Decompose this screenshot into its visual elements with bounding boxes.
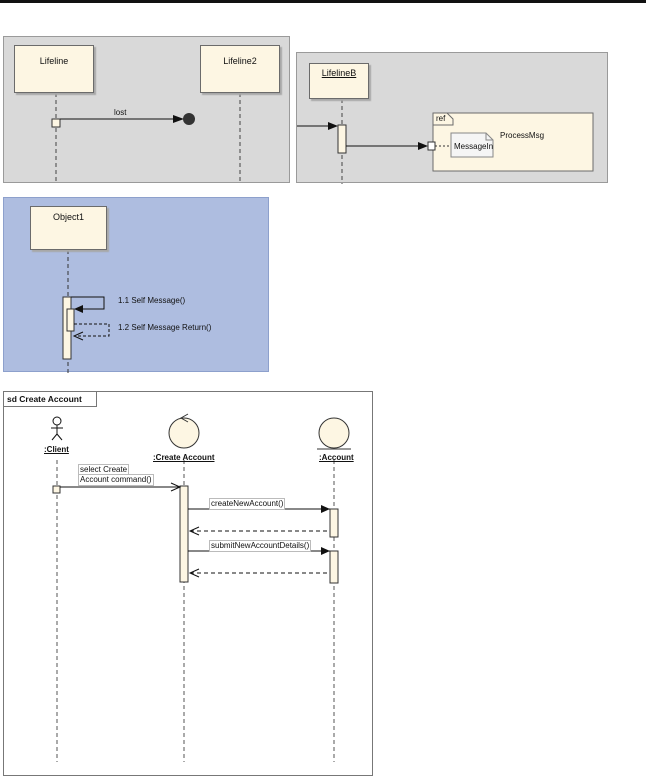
incoming-arrow-head <box>328 122 338 130</box>
msg1-label-line2: Account command() <box>78 474 154 486</box>
object1-label: Object1 <box>52 212 85 222</box>
self-message-label: 1.1 Self Message() <box>118 296 186 305</box>
lost-endpoint <box>183 113 195 125</box>
ref-name: ProcessMsg <box>500 131 545 140</box>
self-message-diagram: Object1 1.1 Self Message() 1.2 Self Mess… <box>3 197 269 373</box>
entity-activation-2 <box>329 550 339 584</box>
sd-create-account-diagram: sd Create Account :Client :Create Accoun… <box>3 391 373 776</box>
entity-circle <box>318 417 350 449</box>
lost-message-lines <box>51 93 241 184</box>
sd-lines <box>51 392 351 762</box>
control-label: :Create Account <box>153 453 215 462</box>
arrow-head <box>173 115 184 123</box>
note-text: MessageIn <box>454 142 494 151</box>
gate <box>427 141 436 151</box>
self-message-lines <box>62 250 110 373</box>
msg2-label: createNewAccount() <box>209 498 286 510</box>
control-arrow <box>179 413 189 423</box>
outgoing-arrow-head <box>418 142 428 150</box>
entity-activation-1 <box>329 508 339 538</box>
self-return-head <box>72 331 84 341</box>
ref-tab <box>432 112 454 126</box>
lifeline2-head[interactable]: Lifeline2 <box>200 45 280 93</box>
actor-head <box>52 416 62 426</box>
actor-label: :Client <box>44 445 69 454</box>
ref-diagram: LifelineB ref ProcessMsg MessageIn <box>296 52 608 184</box>
top-rule <box>0 0 646 3</box>
lost-message-label: lost <box>114 108 127 117</box>
lost-message-diagram: Lifeline Lifeline2 lost <box>3 36 290 184</box>
entity-label: :Account <box>319 453 354 462</box>
self-return-label: 1.2 Self Message Return() <box>118 323 212 332</box>
lifelineB-label: LifelineB <box>321 68 357 78</box>
frame-title: sd Create Account <box>4 392 97 407</box>
activation-bar <box>337 124 347 154</box>
note-shape <box>450 132 494 158</box>
activation-box <box>51 118 61 128</box>
self-message-path <box>71 296 105 310</box>
control-circle <box>168 417 200 449</box>
object1-head[interactable]: Object1 <box>30 206 107 250</box>
lifeline2-label: Lifeline2 <box>223 56 257 66</box>
activation-inner <box>66 308 75 332</box>
ref-tag: ref <box>436 114 446 123</box>
lifeline1-label: Lifeline <box>39 56 69 66</box>
control-activation <box>179 485 189 583</box>
lifeline1-head[interactable]: Lifeline <box>14 45 94 93</box>
self-return-path <box>74 323 110 337</box>
ref-lines <box>297 99 594 184</box>
self-message-head <box>74 305 83 313</box>
lifelineB-head[interactable]: LifelineB <box>309 63 369 99</box>
msg3-label: submitNewAccountDetails() <box>209 540 312 552</box>
